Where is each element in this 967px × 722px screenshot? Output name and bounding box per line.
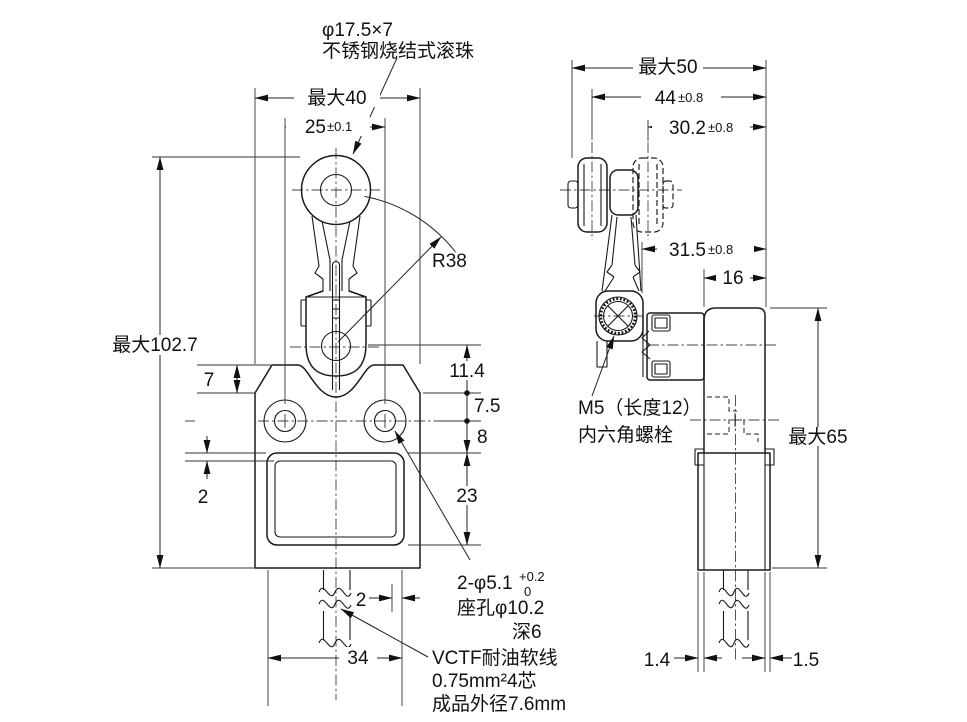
- dim-front-wall: 1.4: [644, 650, 671, 671]
- dim-body-depth: 16: [722, 268, 743, 289]
- bolt-note-line2: 内六角螺栓: [578, 424, 673, 446]
- mount-hole-note-line3: 深6: [512, 621, 542, 643]
- dim-pivot-to-body-top: 11.4: [449, 361, 485, 382]
- side-view-switch-body: [641, 307, 775, 648]
- dim-lever-face-tol: ±0.8: [708, 242, 733, 257]
- roller-note-line1: φ17.5×7: [322, 20, 393, 41]
- mount-hole-note-main: 2-φ5.1: [457, 573, 513, 594]
- dim-body-top-to-hole: 7.5: [474, 396, 500, 417]
- mount-hole-note-tol-lower: 0: [524, 584, 531, 599]
- dim-reversed-roller-value: 30.2: [669, 118, 706, 139]
- annotations: φ17.5×7 不锈钢烧结式滚珠 最大40 25 ±0.1 最大102.7 7 …: [112, 20, 847, 715]
- dim-roller-center-value: 44: [655, 88, 677, 109]
- dim-reversed-roller-tol: ±0.8: [708, 120, 733, 135]
- side-view-roller-lever: [567, 157, 644, 368]
- label-backgrounds: [104, 57, 854, 666]
- front-view-extension-lines: [152, 88, 481, 706]
- cable-note-line2: 0.75mm²4芯: [432, 670, 537, 692]
- roller-note-line2: 不锈钢烧结式滚珠: [322, 40, 474, 62]
- cable-note-line1: VCTF耐油软线: [432, 647, 558, 669]
- dim-lever-radius: R38: [432, 251, 467, 272]
- leader-lines: [340, 57, 615, 658]
- dim-max-width: 最大40: [307, 87, 366, 109]
- front-view-roller-lever: [300, 154, 372, 390]
- dim-max-depth: 最大50: [638, 56, 697, 78]
- dim-body-max-height: 最大65: [788, 426, 847, 448]
- roller-outline: [300, 154, 372, 226]
- dim-base-width: 34: [347, 648, 369, 669]
- dim-back-wall: 1.5: [793, 650, 819, 671]
- dim-plate-inset: 2: [198, 487, 209, 508]
- mount-hole-note-line2: 座孔φ10.2: [457, 597, 544, 619]
- dim-cable-offset: 2: [356, 590, 367, 611]
- dim-hole-pitch-value: 25: [305, 117, 326, 138]
- dim-roller-center-tol: ±0.8: [678, 90, 703, 105]
- dim-head-step: 7: [204, 370, 215, 391]
- dim-lever-face-value: 31.5: [669, 240, 706, 261]
- dim-plate-height: 23: [456, 486, 477, 507]
- mount-hole-note-tol-upper: +0.2: [519, 569, 545, 584]
- side-view-extension-lines: [571, 60, 827, 672]
- dim-max-height: 最大102.7: [112, 334, 198, 356]
- bolt-note-leader: [591, 335, 615, 397]
- dim-hole-pitch-tol: ±0.1: [327, 119, 352, 134]
- bolt-note-line1: M5（长度12）: [578, 397, 702, 419]
- cable-note-leader: [340, 608, 429, 658]
- front-view-centerlines: [185, 148, 448, 700]
- dim-hole-to-plate: 8: [477, 427, 488, 448]
- lever-swing-arc: [337, 195, 456, 343]
- front-view-switch-body: [254, 364, 421, 648]
- side-view-dimension-lines: [571, 64, 822, 662]
- cable-note-line3: 成品外径7.6mm: [432, 693, 566, 715]
- side-view-phantom-roller: [632, 157, 674, 233]
- roller-side: [577, 157, 608, 233]
- lever-pivot: [320, 330, 352, 362]
- mount-hole-note-leader: [394, 430, 471, 561]
- m5-bolt-head: [598, 296, 638, 336]
